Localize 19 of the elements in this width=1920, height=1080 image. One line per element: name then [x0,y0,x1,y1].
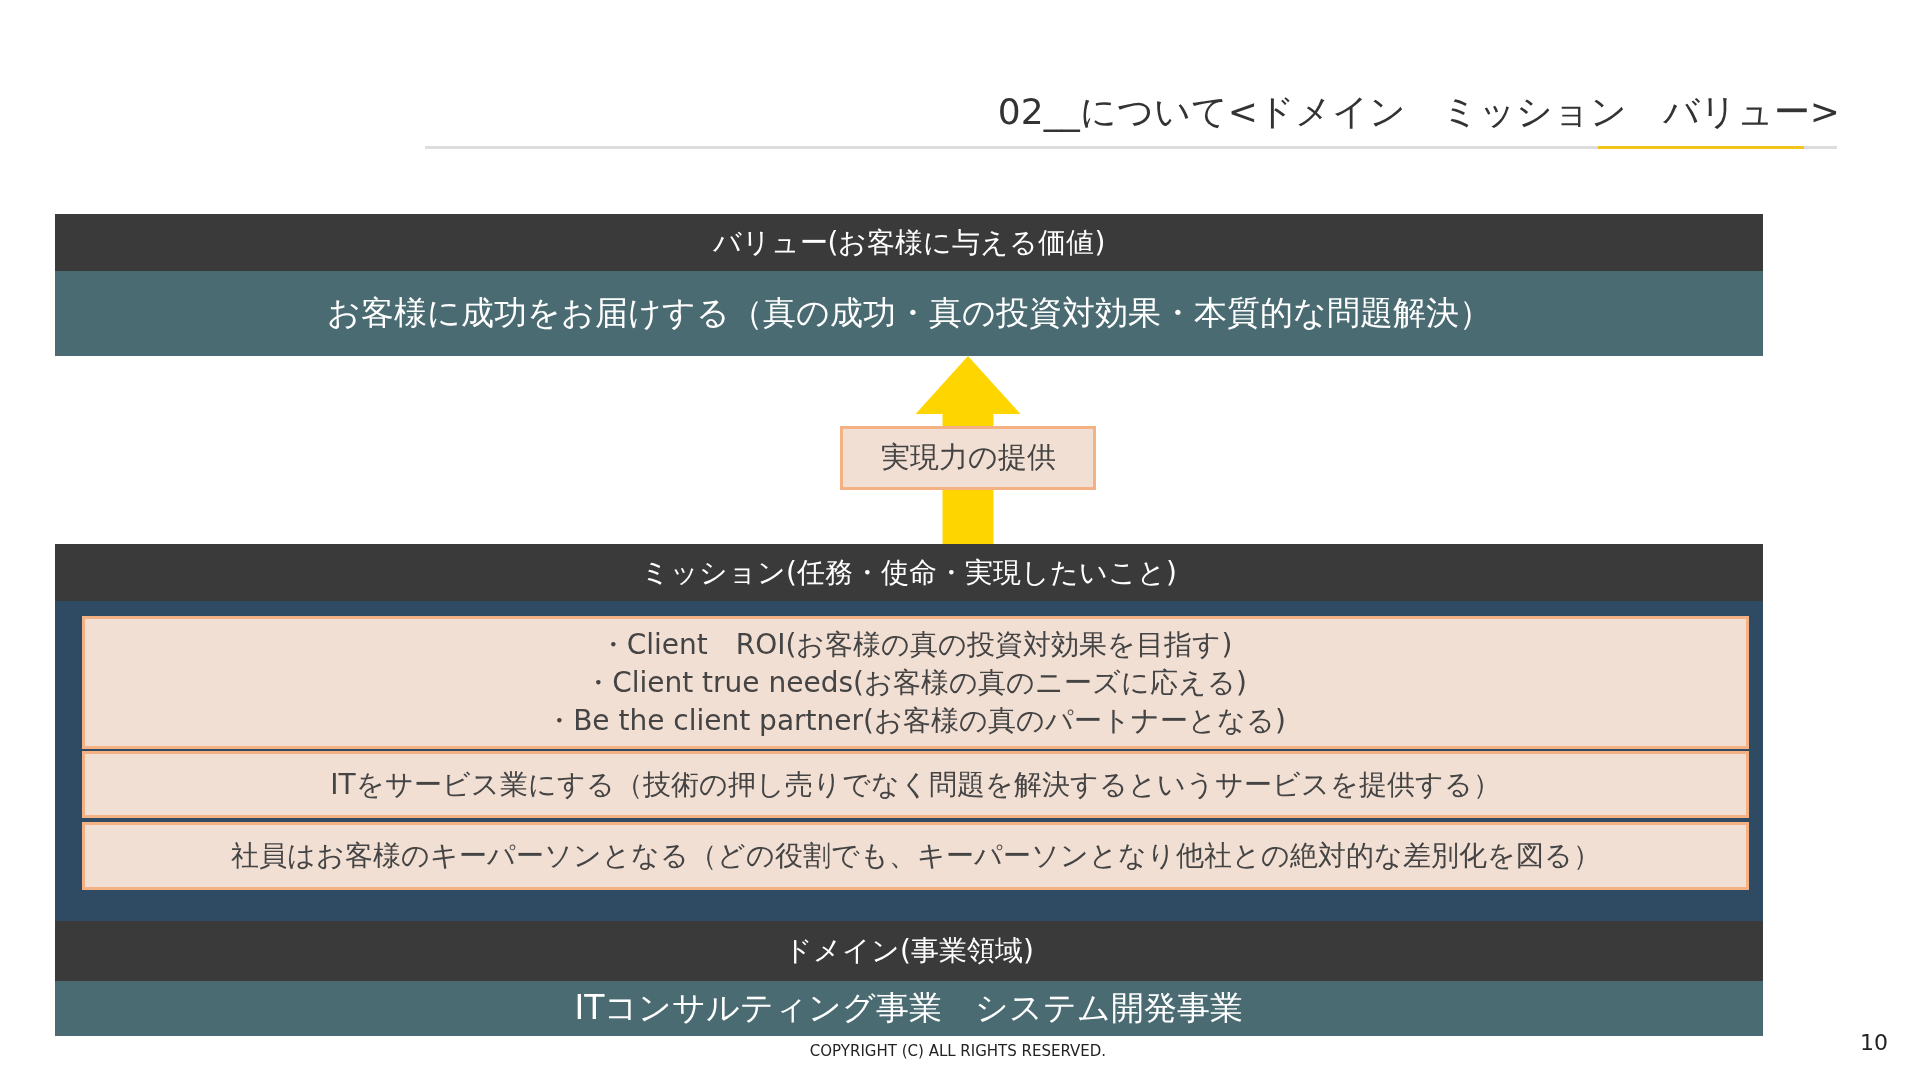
value-panel [55,214,1763,356]
domain-panel [55,921,1763,1036]
mission-list-box [82,616,1749,749]
slide-title: 02__について<ドメイン ミッション バリュー> [997,90,1840,134]
bullet-item: ・Client true needs(お客様の真のニーズに応える) [584,664,1247,701]
edge-label: 実現力の提供 [840,426,1096,490]
section-header: ドメイン(事業領域) [55,921,1763,981]
copyright-note: COPYRIGHT (C) ALL RIGHTS RESERVED. [808,1042,1108,1060]
section-body-text: お客様に成功をお届けする（真の成功・真の投資対効果・本質的な問題解決） [55,271,1763,356]
mission-panel [55,544,1763,921]
section-body-text: ITコンサルティング事業 システム開発事業 [55,981,1763,1036]
section-header: ミッション(任務・使命・実現したいこと) [641,555,1177,591]
bullet-item: ・Client ROI(お客様の真の投資対効果を目指す) [598,626,1233,663]
arrow [915,356,1021,544]
mission-item: ITをサービス業にする（技術の押し売りでなく問題を解決するというサービスを提供する） [82,751,1749,818]
page-number: 10 [1860,1030,1889,1055]
section-header: バリュー(お客様に与える価値) [55,214,1763,271]
bullet-item: ・Be the client partner(お客様の真のパートナーとなる) [545,702,1286,739]
mission-item: 社員はお客様のキーパーソンとなる（どの役割でも、キーパーソンとなり他社との絶対的な差別化を図る） [82,822,1749,890]
